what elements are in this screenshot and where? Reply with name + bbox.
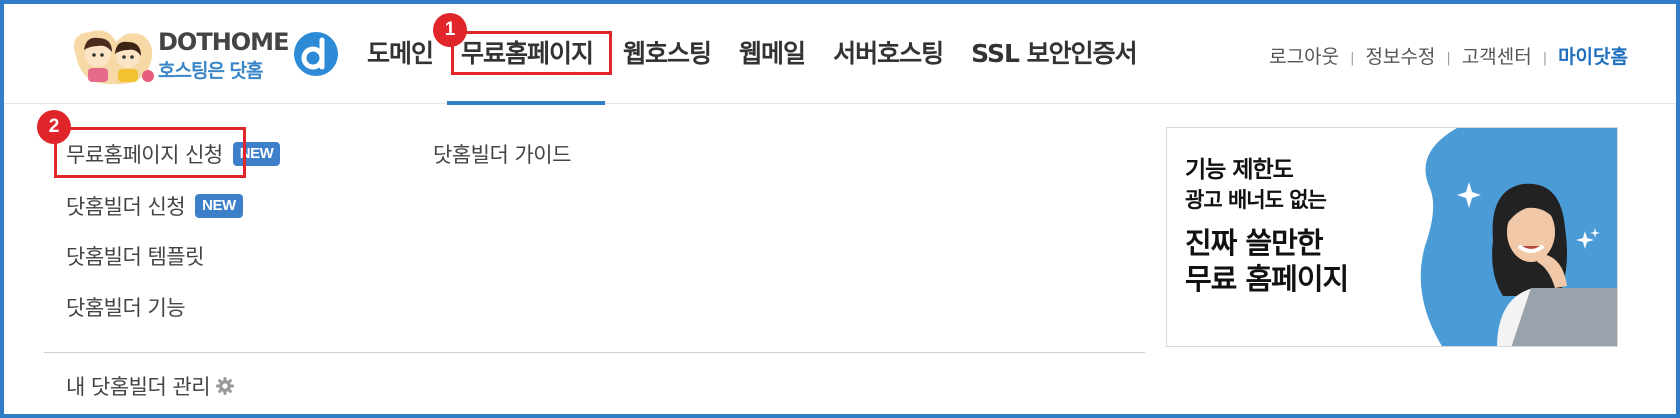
highlight-box-step2 bbox=[54, 127, 246, 178]
dothome-d-icon bbox=[294, 32, 338, 76]
nav-domain[interactable]: 도메인 bbox=[367, 39, 434, 68]
support-link[interactable]: 고객센터 bbox=[1461, 46, 1532, 68]
submenu-item-label: 닷홈빌더 신청 bbox=[66, 195, 186, 219]
submenu-item-label: 내 닷홈빌더 관리 bbox=[66, 375, 211, 399]
util-separator: | bbox=[1542, 51, 1548, 66]
nav-ssl-certificate[interactable]: SSL 보안인증서 bbox=[971, 39, 1138, 68]
mypage-link[interactable]: 마이닷홈 bbox=[1558, 46, 1628, 68]
util-separator: | bbox=[1446, 51, 1451, 66]
banner-illustration bbox=[1420, 128, 1617, 346]
logout-link[interactable]: 로그아웃 bbox=[1269, 46, 1340, 68]
nav-webmail[interactable]: 웹메일 bbox=[739, 39, 806, 68]
submenu-item-label: 닷홈빌더 템플릿 bbox=[66, 245, 204, 269]
submenu-builder-templates[interactable]: 닷홈빌더 템플릿 bbox=[66, 241, 204, 271]
gear-icon bbox=[216, 377, 235, 395]
global-nav: 도메인 무료홈페이지 웹호스팅 웹메일 서버호스팅 SSL 보안인증서 bbox=[367, 34, 1138, 105]
submenu-item-label: 무료홈페이지 신청 bbox=[66, 143, 223, 167]
logo-tagline: 호스팅은 닷홈 bbox=[158, 60, 263, 82]
utility-links: 로그아웃 | 정보수정 | 고객센터 | 마이닷홈 bbox=[1269, 42, 1628, 69]
nav-web-hosting[interactable]: 웹호스팅 bbox=[623, 39, 712, 68]
dothome-logo[interactable]: DOTHOME 호스팅은 닷홈 bbox=[68, 22, 338, 88]
submenu-builder-features[interactable]: 닷홈빌더 기능 bbox=[66, 292, 186, 322]
step-marker-2: 2 bbox=[37, 110, 71, 144]
kids-illustration-icon bbox=[73, 30, 154, 85]
highlight-box-step1 bbox=[451, 31, 612, 75]
nav-server-hosting[interactable]: 서버호스팅 bbox=[833, 39, 944, 68]
submenu-free-homepage-apply[interactable]: 무료홈페이지 신청 NEW bbox=[66, 139, 281, 169]
new-badge: NEW bbox=[232, 142, 281, 166]
util-separator: | bbox=[1350, 51, 1355, 66]
submenu-item-label: 닷홈빌더 기능 bbox=[66, 296, 186, 320]
banner-text-line3: 진짜 쓸만한 bbox=[1185, 226, 1323, 260]
promo-banner[interactable]: 기능 제한도 광고 배너도 없는 진짜 쓸만한 무료 홈페이지 bbox=[1166, 127, 1618, 347]
submenu-builder-apply[interactable]: 닷홈빌더 신청 NEW bbox=[66, 191, 243, 221]
submenu-divider bbox=[44, 352, 1145, 353]
step-marker-1: 1 bbox=[433, 13, 467, 47]
banner-text-line4: 무료 홈페이지 bbox=[1185, 262, 1349, 296]
submenu-item-label: 닷홈빌더 가이드 bbox=[433, 143, 571, 167]
submenu-builder-guide[interactable]: 닷홈빌더 가이드 bbox=[433, 139, 571, 169]
nav-free-homepage[interactable]: 무료홈페이지 bbox=[447, 34, 606, 105]
edit-info-link[interactable]: 정보수정 bbox=[1365, 46, 1436, 68]
logo-brand-text: DOTHOME bbox=[158, 28, 289, 56]
site-header: DOTHOME 호스팅은 닷홈 도메인 무료홈페이지 웹호스팅 웹메일 서버호스… bbox=[4, 4, 1676, 105]
banner-text-line2: 광고 배너도 없는 bbox=[1185, 188, 1327, 212]
banner-text-line1: 기능 제한도 bbox=[1185, 157, 1294, 183]
new-badge: NEW bbox=[195, 194, 243, 218]
my-builder-manage-link[interactable]: 내 닷홈빌더 관리 bbox=[66, 371, 235, 401]
